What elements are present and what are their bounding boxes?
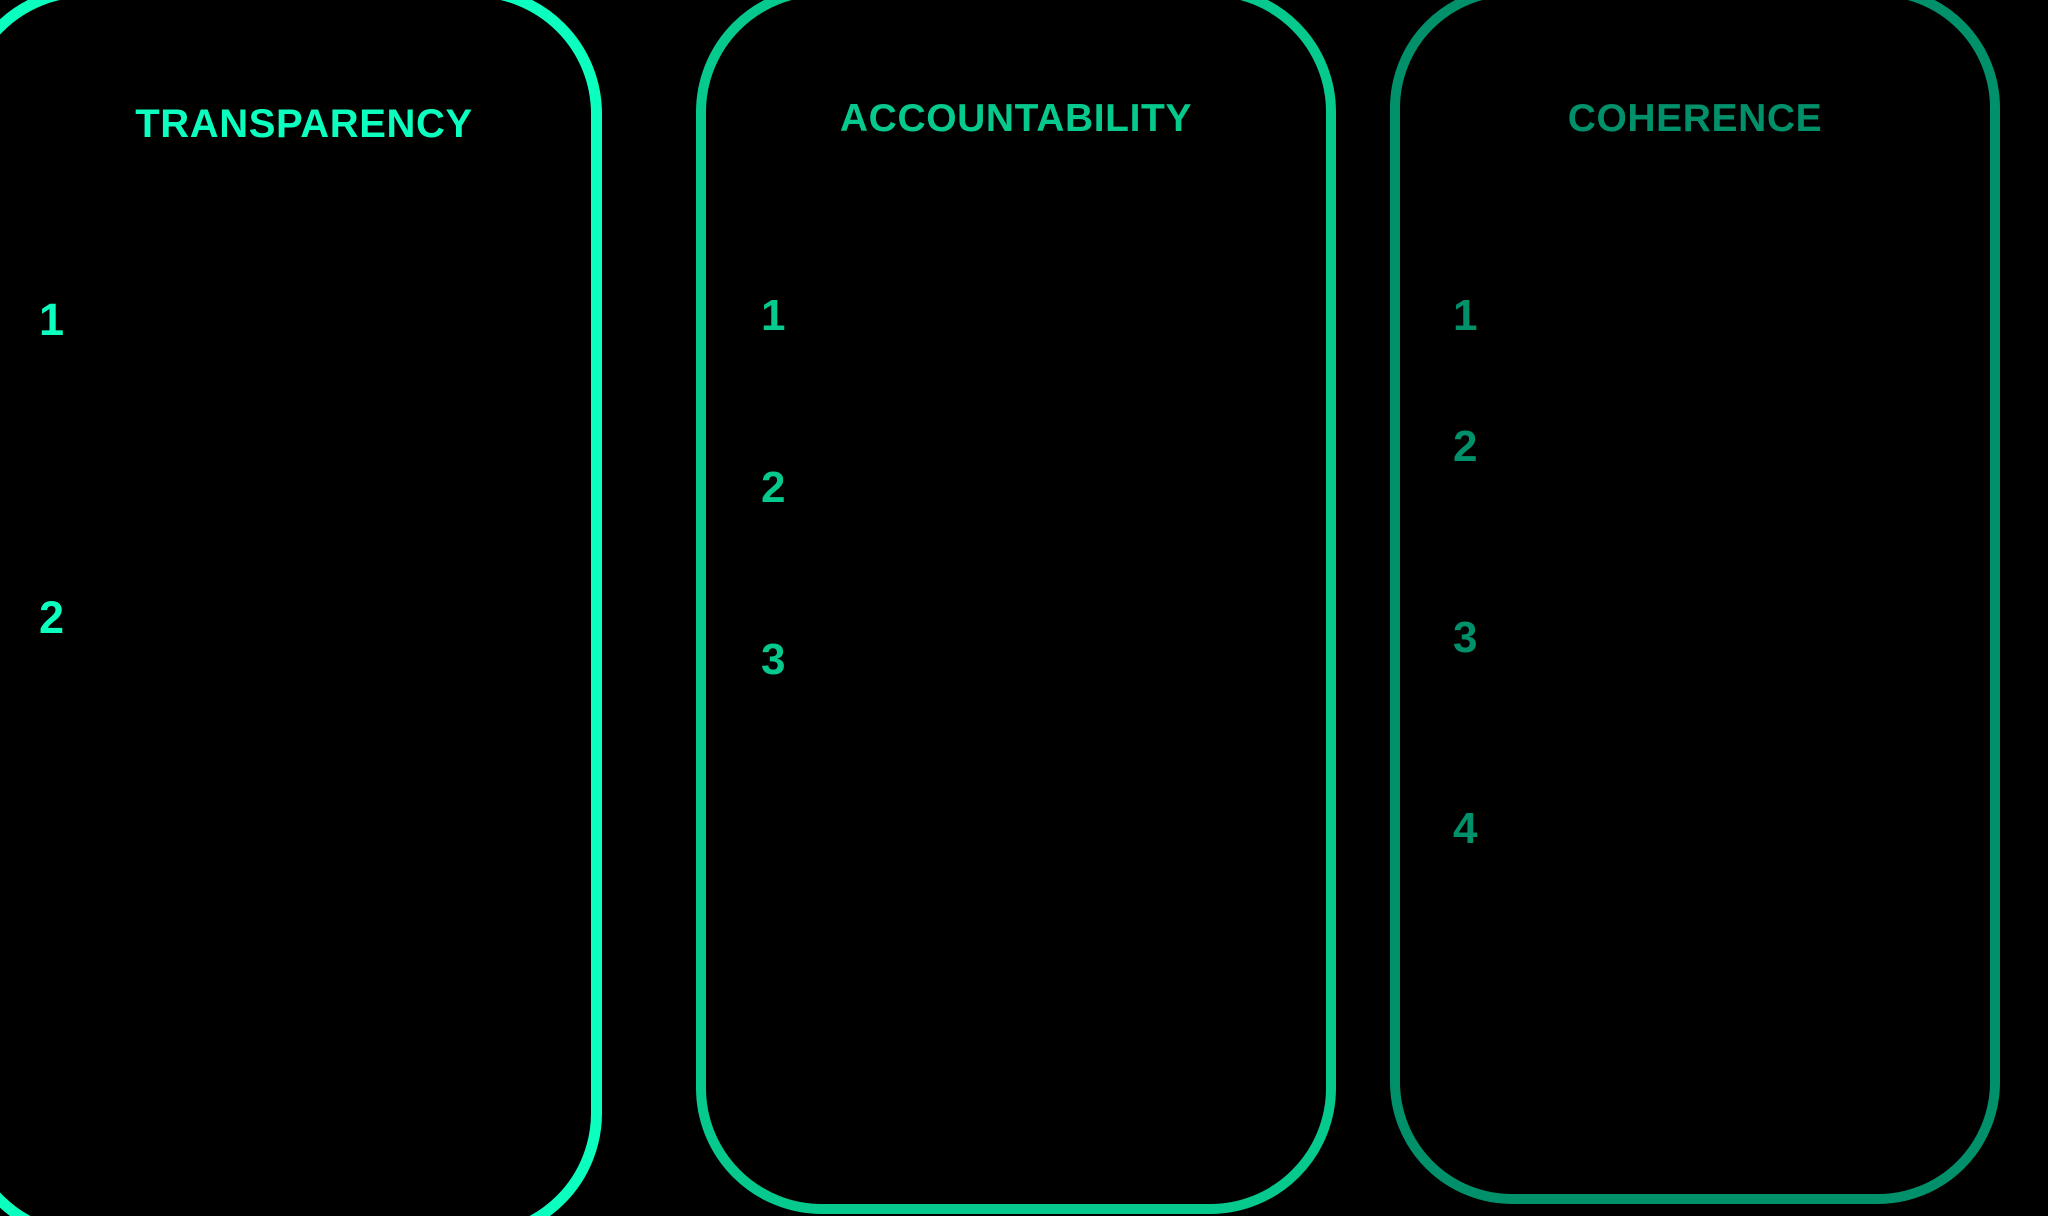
- card-coherence-inner: COHERENCE 1 2 3 4: [1400, 0, 1990, 1194]
- list-item[interactable]: 1: [761, 294, 1286, 466]
- list-item-number: 1: [761, 291, 786, 340]
- card-transparency-inner: TRANSPARENCY 1 2: [0, 0, 591, 1216]
- list-item-number: 2: [761, 463, 786, 512]
- list-item-number: 1: [1453, 291, 1478, 340]
- card-transparency-title: TRANSPARENCY: [135, 102, 473, 146]
- card-accountability-inner: ACCOUNTABILITY 1 2 3: [706, 0, 1326, 1204]
- list-item[interactable]: 4: [1453, 807, 1950, 851]
- card-transparency[interactable]: TRANSPARENCY 1 2: [0, 0, 602, 1216]
- card-coherence-list: 1 2 3 4: [1453, 294, 1950, 857]
- card-accountability-title: ACCOUNTABILITY: [839, 97, 1193, 140]
- card-accountability[interactable]: ACCOUNTABILITY 1 2 3: [696, 0, 1336, 1214]
- card-coherence-title: COHERENCE: [1567, 97, 1823, 140]
- list-item[interactable]: 3: [1453, 616, 1950, 747]
- card-accountability-list: 1 2 3: [761, 294, 1286, 688]
- card-coherence[interactable]: COHERENCE 1 2 3 4: [1390, 0, 2000, 1204]
- list-item[interactable]: 2: [1453, 425, 1950, 556]
- list-item-number: 1: [39, 294, 65, 345]
- list-item-number: 2: [1453, 422, 1478, 471]
- list-item-number: 4: [1453, 804, 1478, 853]
- list-item-number: 2: [39, 592, 65, 643]
- card-transparency-list: 1 2: [39, 297, 551, 646]
- list-item[interactable]: 2: [761, 466, 1286, 638]
- list-item-number: 3: [761, 635, 786, 684]
- list-item[interactable]: 1: [1453, 294, 1950, 425]
- list-item[interactable]: 3: [761, 638, 1286, 682]
- list-item[interactable]: 1: [39, 297, 551, 595]
- list-item[interactable]: 2: [39, 595, 551, 640]
- list-item-number: 3: [1453, 613, 1478, 662]
